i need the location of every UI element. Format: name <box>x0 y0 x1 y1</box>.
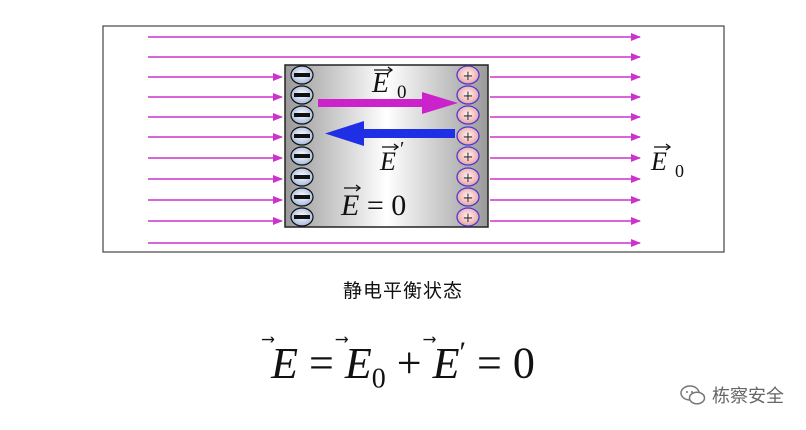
induced-field-arrow <box>325 121 455 146</box>
negative-charge <box>290 146 314 166</box>
negative-charge <box>290 187 314 207</box>
svg-text:E = 0: E = 0 <box>340 189 406 222</box>
outer-frame <box>102 25 725 253</box>
label-e-equals-zero: E = 0 <box>340 184 406 222</box>
svg-text:E: E <box>379 147 396 176</box>
wechat-icon <box>680 385 706 405</box>
negative-charge <box>290 167 314 187</box>
eq-op2: + <box>385 338 433 388</box>
eq-term1: E <box>344 338 372 388</box>
svg-text:0: 0 <box>397 82 407 103</box>
positive-charge: + <box>456 187 480 207</box>
caption: 静电平衡状态 <box>342 280 463 302</box>
eq-term2-prime: ′ <box>459 336 467 369</box>
positive-charge: + <box>456 146 480 166</box>
negative-charge <box>290 105 314 125</box>
positive-charge: + <box>456 126 480 146</box>
electrostatic-diagram: + + + + + + + + E 0 E ′ E = 0 E 0 <box>102 25 725 253</box>
svg-text:E: E <box>650 147 667 176</box>
watermark-text: 栋察安全 <box>712 386 784 407</box>
field-superposition-equation: ⃗ E = ⃗ E 0 + ⃗ E ′ = 0 <box>0 336 806 395</box>
svg-text:+: + <box>463 89 474 104</box>
svg-text:+: + <box>463 191 474 206</box>
negative-charge <box>290 207 314 227</box>
svg-text:+: + <box>463 109 474 124</box>
field-lines <box>148 33 641 247</box>
label-e0-outer: E 0 <box>650 143 684 181</box>
eq-lhs: E <box>271 338 299 388</box>
negative-charges <box>290 65 314 227</box>
label-e-prime: E ′ <box>379 138 404 176</box>
svg-text:′: ′ <box>400 138 404 160</box>
positive-charge: + <box>456 65 480 85</box>
negative-charge <box>290 126 314 146</box>
svg-text:E: E <box>371 68 389 99</box>
svg-text:+: + <box>463 150 474 165</box>
positive-charges: + + + + + + + + <box>456 65 480 227</box>
svg-text:+: + <box>463 171 474 186</box>
conductor-slab <box>284 64 489 228</box>
watermark: 栋察安全 <box>680 382 784 408</box>
eq-op1: = <box>298 338 345 388</box>
svg-text:+: + <box>463 130 474 145</box>
svg-text:+: + <box>463 69 474 84</box>
external-field-arrow <box>318 92 458 114</box>
eq-term2: E <box>432 338 460 388</box>
negative-charge <box>290 85 314 105</box>
eq-op3: = <box>466 338 513 388</box>
eq-term1-sub: 0 <box>371 363 386 395</box>
svg-text:+: + <box>463 211 474 226</box>
positive-charge: + <box>456 167 480 187</box>
label-e0-inner: E 0 <box>371 66 407 103</box>
positive-charge: + <box>456 105 480 125</box>
eq-rhs: 0 <box>512 338 535 388</box>
positive-charge: + <box>456 207 480 227</box>
negative-charge <box>290 65 314 85</box>
svg-text:0: 0 <box>675 161 684 181</box>
positive-charge: + <box>456 85 480 105</box>
